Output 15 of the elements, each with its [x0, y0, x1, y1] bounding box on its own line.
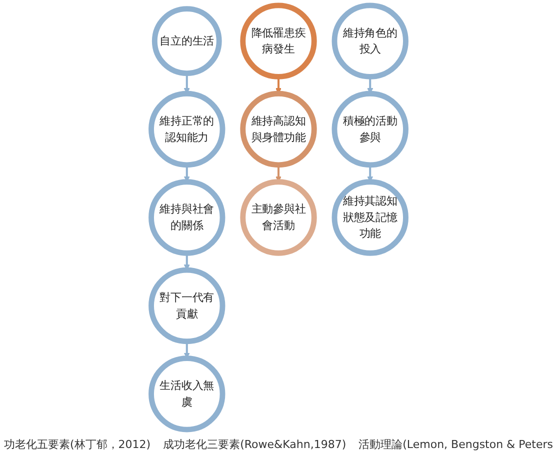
- node-circle: 自立的生活: [152, 6, 222, 76]
- arrow: [184, 253, 190, 270]
- caption-text: 活動理論(Lemon, Bengston & Peters: [358, 437, 553, 452]
- node-circle: 維持角色的投入: [332, 2, 408, 80]
- node-circle: 維持高認知與身體功能: [240, 90, 317, 168]
- node-circle: 維持與社會的關係: [148, 179, 226, 256]
- caption-text: 成功老化三要素(Rowe&Kahn,1987): [163, 437, 346, 452]
- node-circle: 降低罹患疾病發生: [240, 2, 317, 80]
- node-circle: 維持其認知狀態及記憶功能: [332, 179, 408, 256]
- node-circle: 主動參與社會活動: [240, 179, 317, 256]
- node-circle: 維持正常的認知能力: [148, 90, 226, 168]
- node-circle: 對下一代有貢獻: [148, 267, 226, 344]
- caption-text: 功老化五要素(林丁郁，2012): [4, 437, 151, 452]
- node-circle: 積極的活動參與: [332, 90, 408, 168]
- node-circle: 生活收入無虞: [148, 356, 226, 432]
